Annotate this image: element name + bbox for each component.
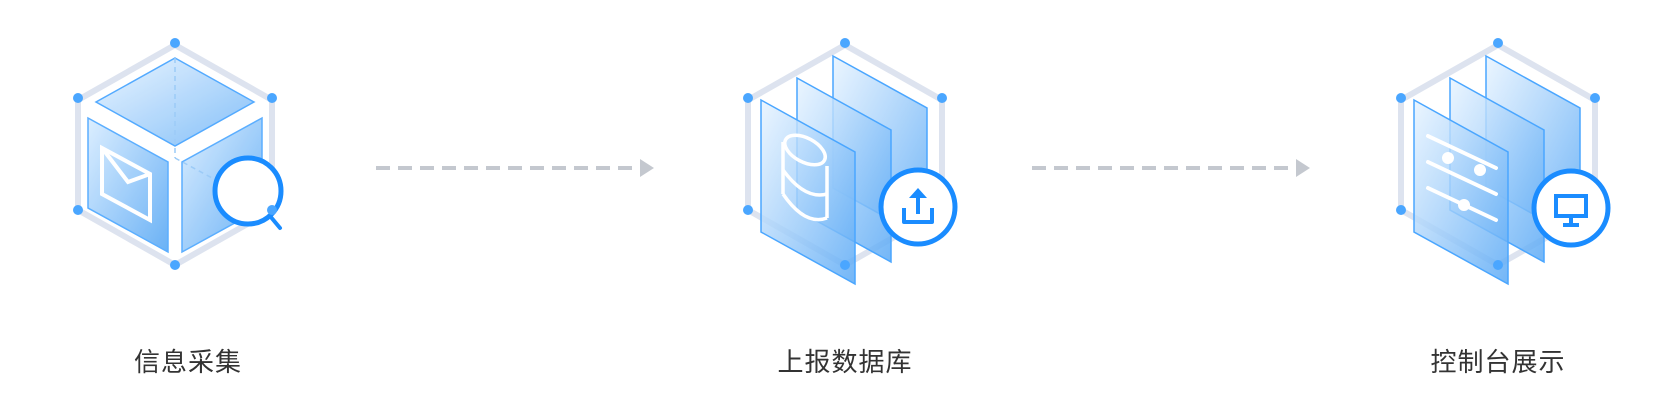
flow-arrow-1 [376,159,654,177]
layers-upload-icon [743,38,958,286]
step-console: 控制台展示 [1368,30,1628,390]
node-dots [73,38,277,270]
step-label: 上报数据库 [777,348,913,378]
magnifier-icon [212,155,284,230]
node-dots [1396,38,1600,270]
database-icon [781,133,829,222]
cube-magnifier-icon [73,38,284,270]
step-label: 控制台展示 [1430,348,1566,378]
step-label: 信息采集 [133,348,242,378]
node-dots [743,38,947,270]
layers-monitor-icon [1396,38,1611,286]
step-upload: 上报数据库 [715,30,975,390]
upload-icon [878,167,958,247]
envelope-icon [100,144,152,224]
sliders-icon [1426,134,1498,222]
step-collect: 信息采集 [58,30,318,390]
monitor-icon [1531,168,1611,248]
flow-arrow-2 [1032,159,1310,177]
